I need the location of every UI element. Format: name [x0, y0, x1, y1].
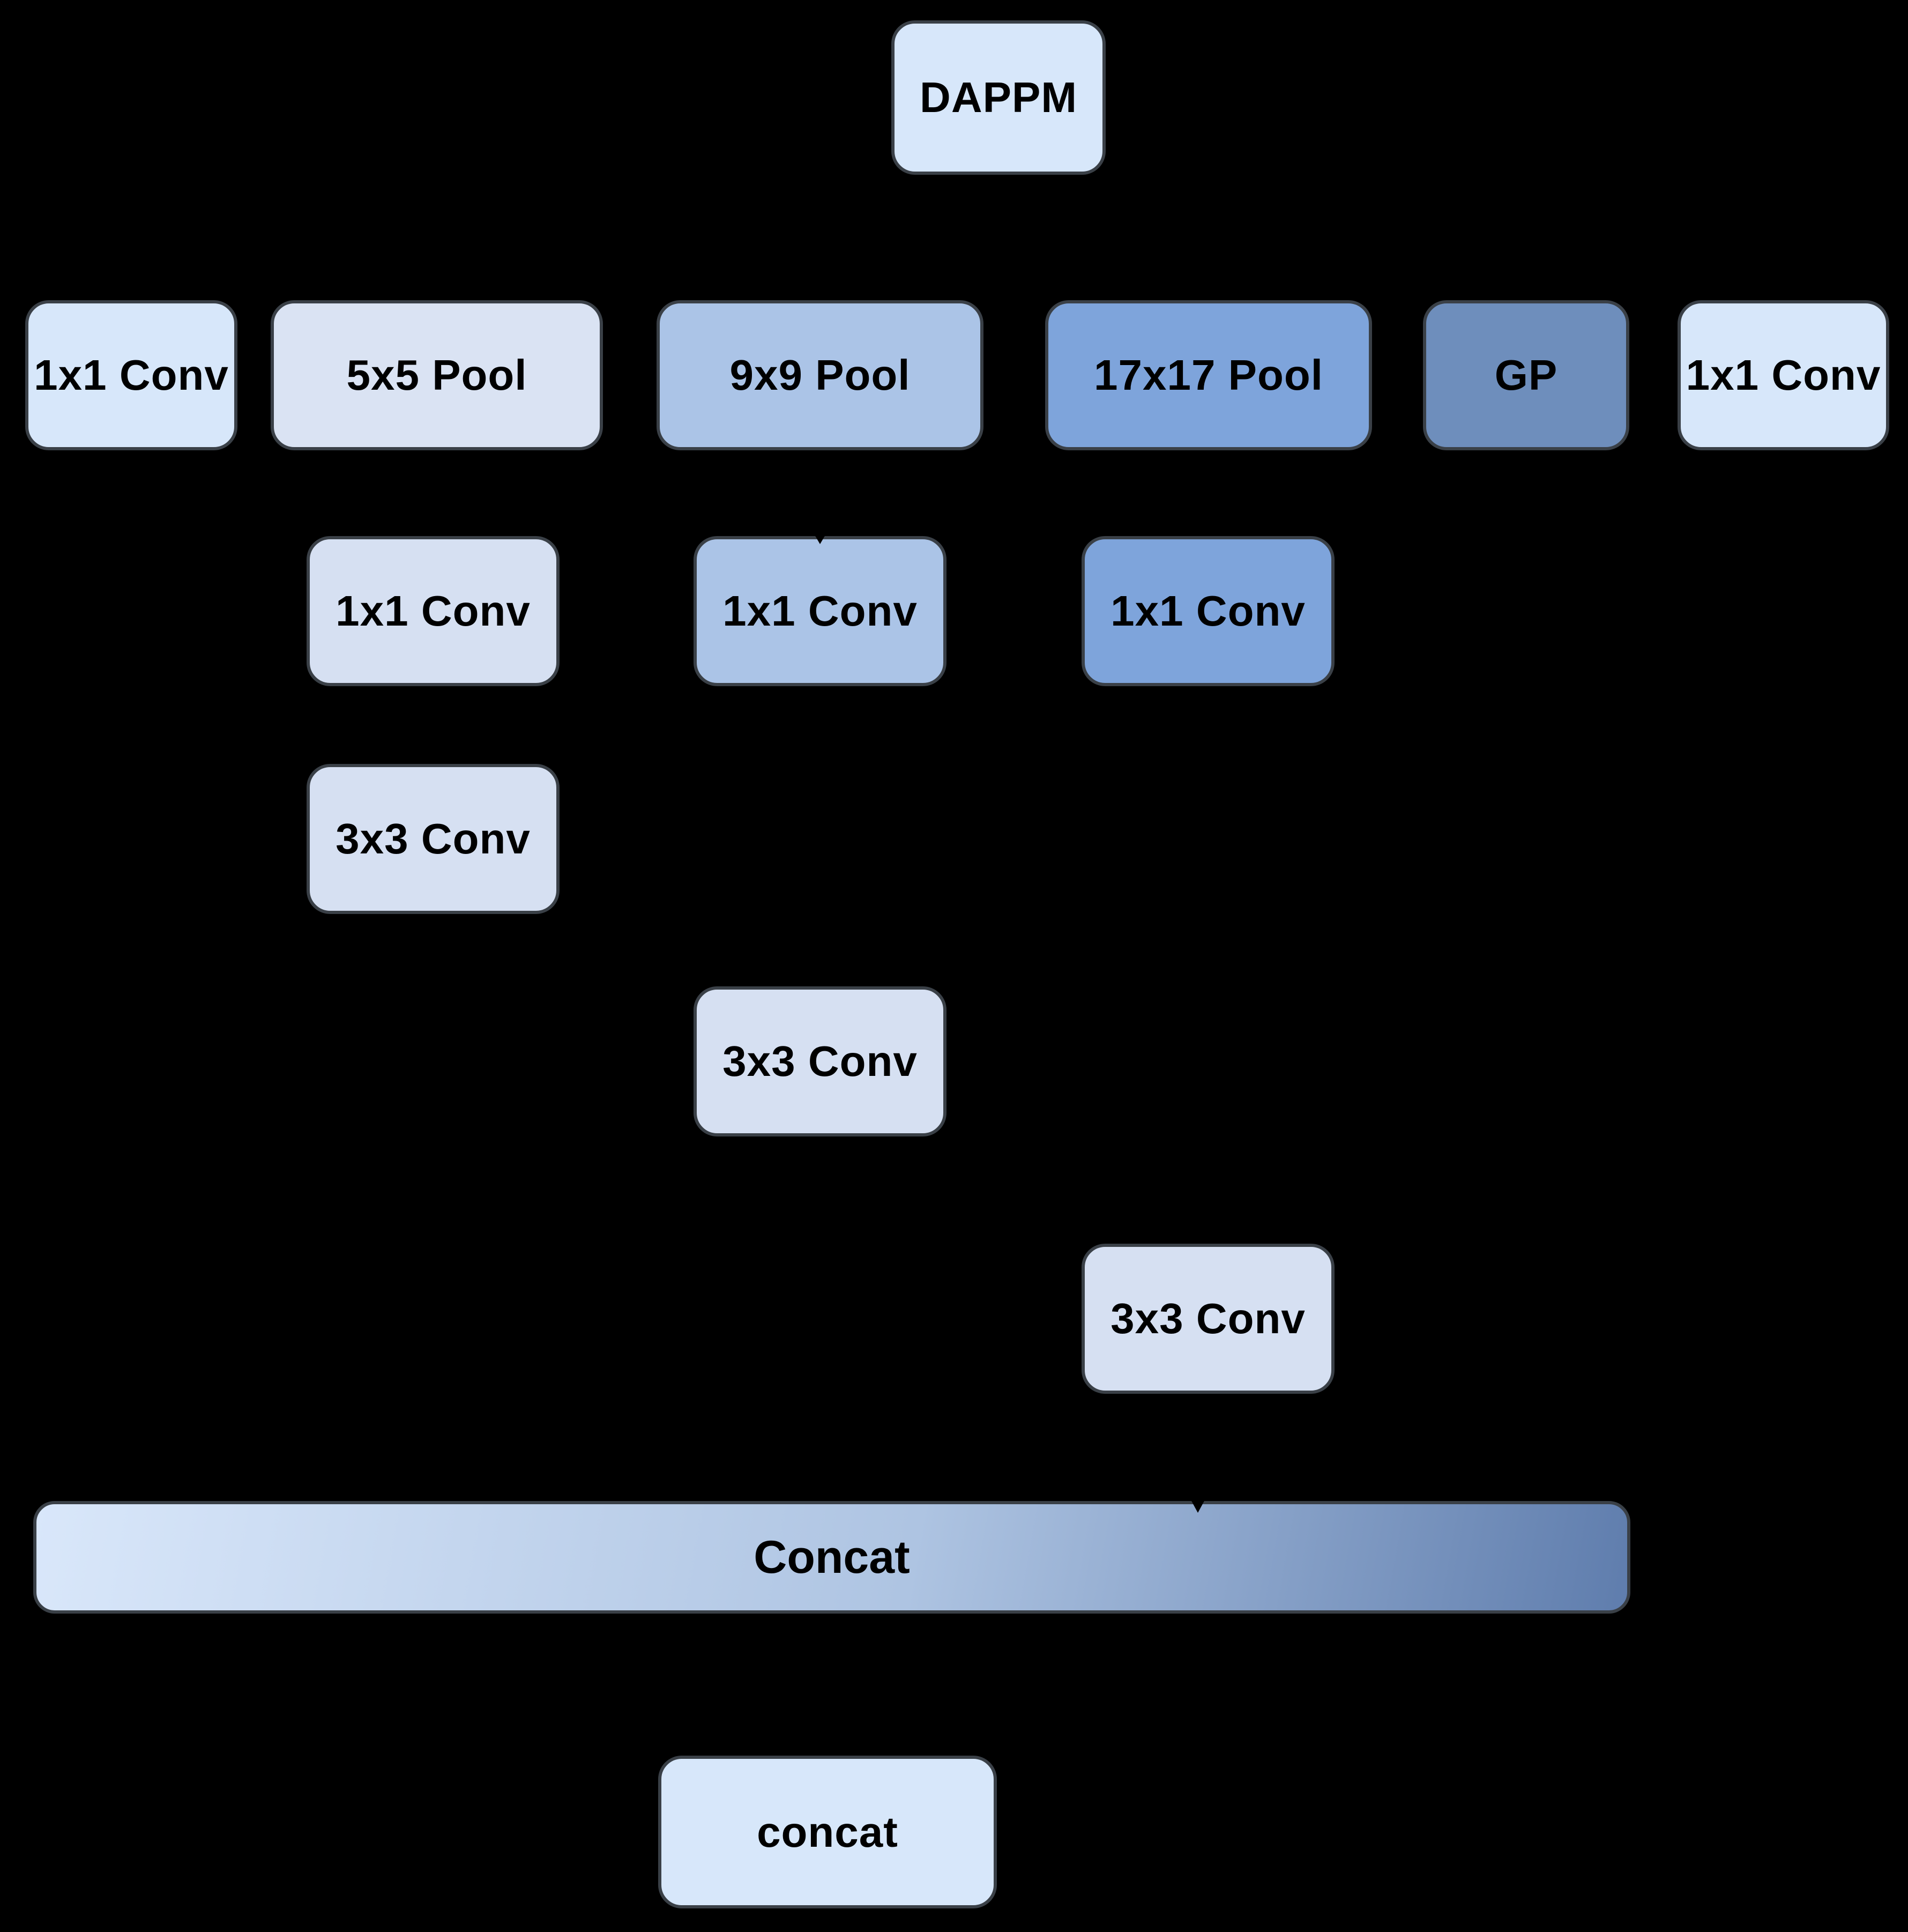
node-conv3x3-branch3: 3x3 Conv — [1082, 1244, 1335, 1394]
arrowhead-icon — [1191, 1500, 1205, 1513]
node-conv3x3-branch1: 3x3 Conv — [307, 764, 560, 914]
node-conv1x1-branch1-label: 1x1 Conv — [336, 587, 531, 635]
node-concat-bar-label: Concat — [754, 1531, 910, 1583]
node-conv1x1-branch2: 1x1 Conv — [694, 536, 946, 686]
node-conv1x1-branch3: 1x1 Conv — [1082, 536, 1335, 686]
node-pool-17x17: 17x17 Pool — [1045, 300, 1372, 450]
node-conv3x3-branch2: 3x3 Conv — [694, 986, 946, 1136]
node-pool-9x9: 9x9 Pool — [657, 300, 983, 450]
node-conv1x1-left-label: 1x1 Conv — [34, 351, 229, 399]
node-dappm: DAPPM — [891, 20, 1106, 175]
node-global-pool-label: GP — [1494, 351, 1558, 399]
node-concat-out: concat — [658, 1756, 997, 1908]
node-conv1x1-right-label: 1x1 Conv — [1686, 351, 1881, 399]
node-conv1x1-left: 1x1 Conv — [25, 300, 237, 450]
node-conv3x3-branch1-label: 3x3 Conv — [336, 815, 531, 863]
arrowhead-icon — [815, 535, 825, 544]
node-concat-out-label: concat — [757, 1808, 898, 1856]
node-conv3x3-branch3-label: 3x3 Conv — [1110, 1295, 1306, 1342]
node-conv1x1-branch2-label: 1x1 Conv — [722, 587, 918, 635]
node-pool-5x5-label: 5x5 Pool — [346, 351, 527, 399]
node-pool-17x17-label: 17x17 Pool — [1093, 351, 1323, 399]
node-pool-9x9-label: 9x9 Pool — [729, 351, 911, 399]
node-conv3x3-branch2-label: 3x3 Conv — [722, 1037, 918, 1085]
node-conv1x1-right: 1x1 Conv — [1678, 300, 1889, 450]
node-conv1x1-branch3-label: 1x1 Conv — [1110, 587, 1306, 635]
node-concat-bar: Concat — [33, 1501, 1630, 1614]
node-conv1x1-branch1: 1x1 Conv — [307, 536, 560, 686]
node-dappm-label: DAPPM — [920, 73, 1077, 121]
node-global-pool: GP — [1423, 300, 1629, 450]
node-pool-5x5: 5x5 Pool — [271, 300, 603, 450]
